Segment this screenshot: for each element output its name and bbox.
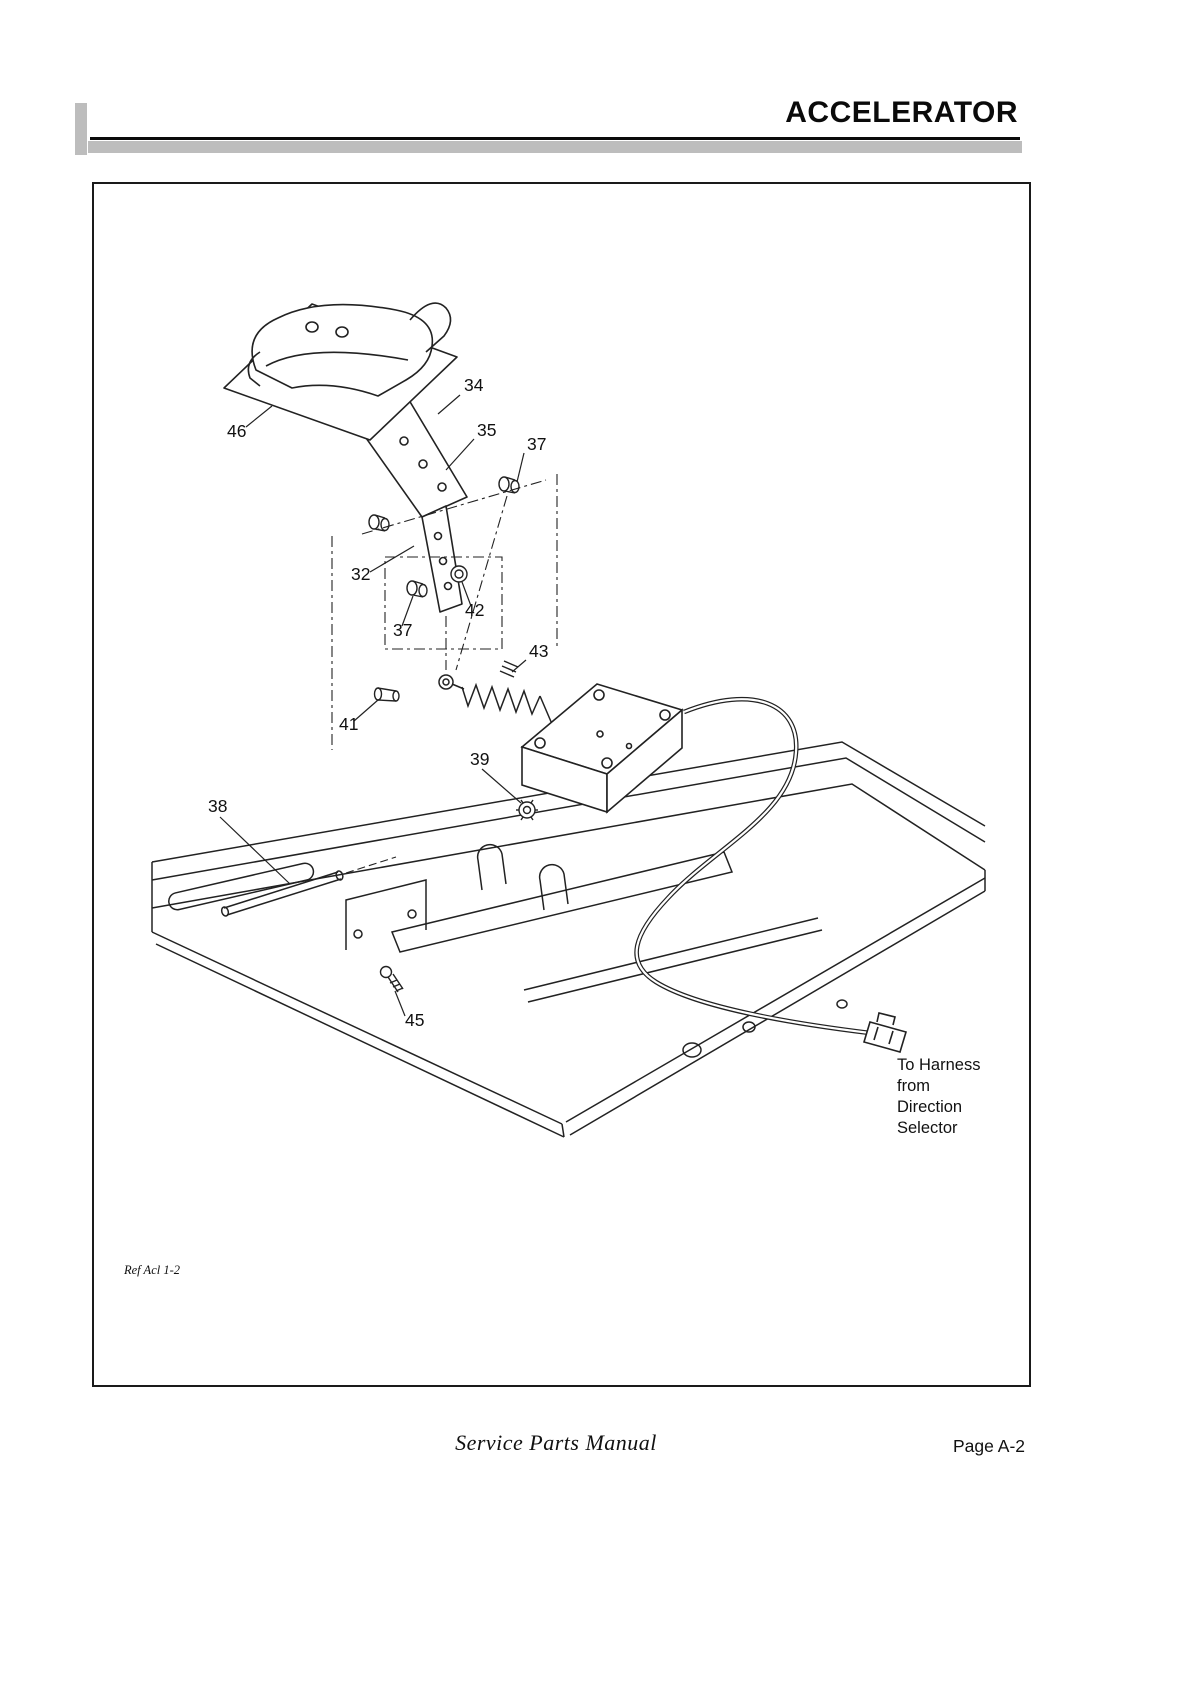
header-shadow-horizontal [88,141,1022,153]
floor-frame-illustration [151,741,986,1138]
spring-assembly [438,674,553,725]
harness-note-line-2: from [897,1077,930,1095]
bushing-37-lower [406,580,428,598]
callout-39: 39 [470,749,489,769]
callout-41: 41 [339,714,358,734]
harness-note: To Harness from Direction Selector [897,1056,980,1137]
alignment-dash-lines [331,474,558,750]
harness-cable [634,696,871,1036]
page-title: ACCELERATOR [785,96,1018,129]
callout-42: 42 [465,600,484,620]
harness-note-line-1: To Harness [897,1056,980,1074]
rod-part-38 [220,856,397,917]
bushing-37-upper [498,476,520,494]
harness-connector [862,1012,908,1053]
callout-37-lower: 37 [393,620,412,640]
callout-46: 46 [227,421,246,441]
exploded-diagram-frame: 34 46 35 37 32 42 37 43 41 39 38 45 To H… [92,182,1031,1387]
pin-part-41 [373,687,400,702]
harness-note-line-3: Direction [897,1098,962,1116]
spacer-bushing [368,514,390,532]
callout-34: 34 [464,375,484,395]
footer-page-number: Page A-2 [953,1436,1025,1456]
callout-43: 43 [529,641,548,661]
nut-part-39 [516,799,538,821]
screw-part-45 [379,965,404,993]
control-box-illustration [520,683,684,814]
callout-35: 35 [477,420,496,440]
callout-leader-lines [219,394,527,1017]
header-shadow-vertical [75,103,87,155]
pedal-assembly-illustration [223,302,468,613]
harness-note-line-4: Selector [897,1119,958,1137]
callout-45: 45 [405,1010,424,1030]
accelerator-exploded-diagram: 34 46 35 37 32 42 37 43 41 39 38 45 To H… [123,302,986,1277]
reference-note: Ref Acl 1-2 [123,1263,180,1277]
callout-38: 38 [208,796,227,816]
washer-42 [450,565,468,583]
header-rule [90,137,1020,140]
callout-32: 32 [351,564,370,584]
footer-manual-title: Service Parts Manual [455,1430,657,1455]
callout-37-upper: 37 [527,434,546,454]
